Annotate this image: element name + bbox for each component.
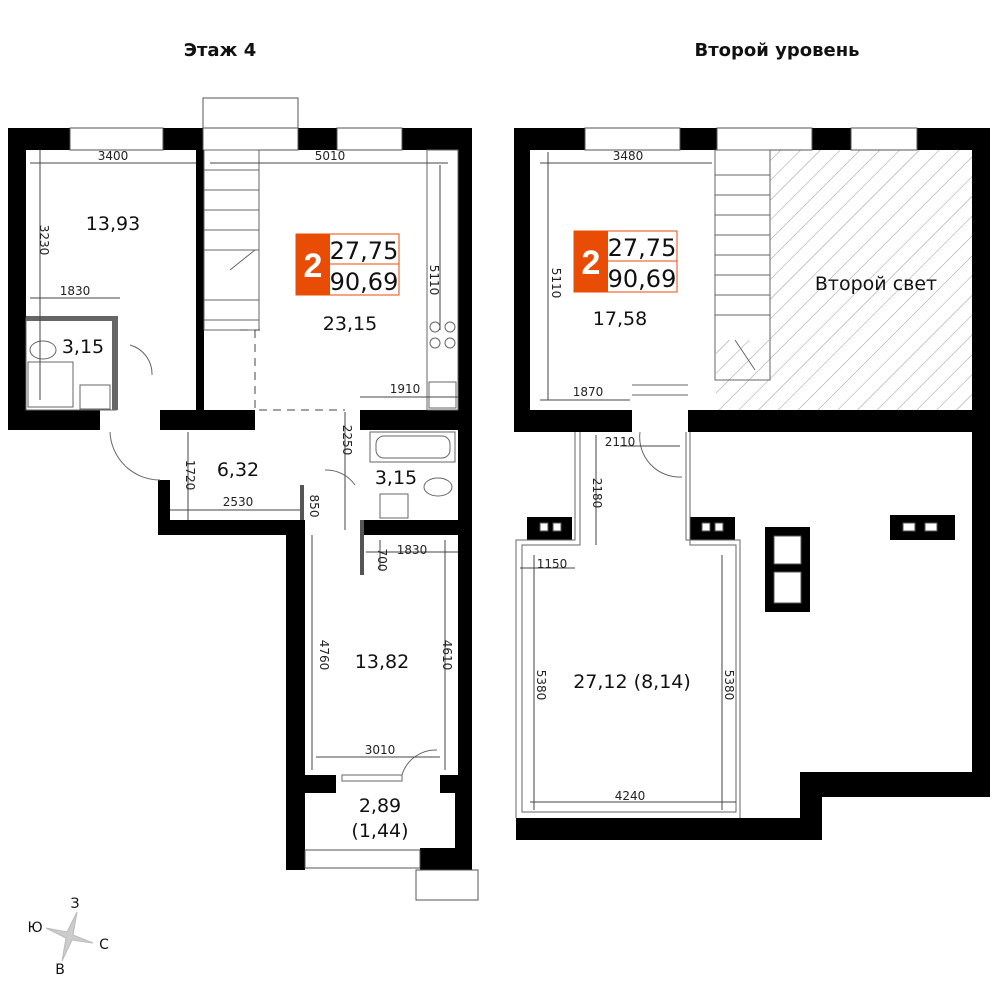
double-height-label: Второй свет [815, 273, 937, 295]
window [304, 849, 421, 869]
living-area: 27,75 [330, 237, 399, 265]
dimension: 4240 [615, 789, 646, 803]
dimension: 700 [375, 549, 389, 572]
dimension: 2110 [605, 435, 636, 449]
dimension: 5380 [722, 670, 736, 701]
apartment-badge: 2 27,75 90,69 [573, 230, 678, 293]
window [69, 127, 164, 151]
dimension: 2180 [590, 478, 604, 509]
bay-window [202, 97, 299, 129]
rooms-count: 2 [582, 244, 601, 282]
compass-icon: З Ю С В [27, 896, 109, 978]
floor-title: Второй уровень [694, 40, 859, 61]
rooms-count: 2 [304, 247, 323, 285]
window [716, 127, 813, 151]
floor-4-plan: Этаж 4 13,93 3,15 23,15 6,32 3,15 13,82 … [8, 40, 479, 901]
living-area: 27,75 [608, 234, 677, 262]
window [336, 127, 403, 151]
dimension: 1910 [390, 382, 421, 396]
dimension: 2250 [340, 425, 354, 456]
dimension: 4610 [440, 640, 454, 671]
floor-title: Этаж 4 [184, 40, 257, 61]
room-area: 6,32 [217, 459, 259, 481]
dimension: 5110 [427, 265, 441, 296]
dimension: 3230 [37, 225, 51, 256]
svg-text:З: З [71, 896, 80, 912]
balcony [415, 869, 479, 901]
room-area: 13,93 [86, 213, 140, 235]
dimension: 5010 [315, 149, 346, 163]
dimension: 3480 [613, 149, 644, 163]
dimension: 1870 [573, 385, 604, 399]
dimension: 1830 [60, 284, 91, 298]
dimension: 1830 [397, 543, 428, 557]
total-area: 90,69 [608, 265, 677, 293]
svg-text:В: В [55, 962, 65, 978]
dimension: 1720 [183, 460, 197, 491]
dimension: 2530 [223, 495, 254, 509]
room-area: 13,82 [355, 651, 409, 673]
room-area: (1,44) [351, 820, 408, 842]
window [584, 127, 681, 151]
dimension: 4760 [317, 640, 331, 671]
room-area: 3,15 [62, 336, 104, 358]
dimension: 5380 [534, 670, 548, 701]
room-area: 17,58 [593, 308, 647, 330]
window [850, 127, 918, 151]
dimension: 5110 [549, 268, 563, 299]
dimension: 1150 [537, 557, 568, 571]
total-area: 90,69 [330, 268, 399, 296]
svg-text:Ю: Ю [27, 920, 42, 936]
room-area: 2,89 [359, 795, 401, 817]
room-area: 27,12 (8,14) [573, 671, 691, 693]
window [202, 127, 299, 151]
room-area: 3,15 [375, 467, 417, 489]
svg-text:С: С [99, 937, 109, 953]
second-level-plan: Второй уровень 17,58 Второй свет 27,12 (… [514, 40, 990, 840]
apartment-badge: 2 27,75 90,69 [295, 233, 400, 296]
dimension: 3010 [365, 743, 396, 757]
room-area: 23,15 [323, 313, 377, 335]
dimension: 850 [307, 495, 321, 518]
dimension: 3400 [98, 149, 129, 163]
